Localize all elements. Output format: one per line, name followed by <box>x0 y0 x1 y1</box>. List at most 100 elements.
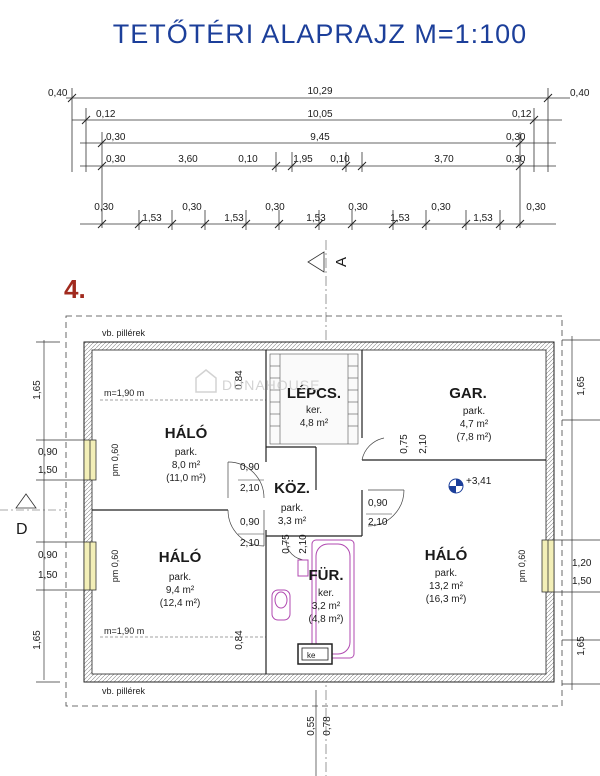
room-area: 3,3 m² <box>278 516 307 527</box>
left-dim-2: 1,50 <box>38 465 58 476</box>
room-area-total: (11,0 m²) <box>166 473 206 484</box>
room-floor: ker. <box>318 588 334 599</box>
room-name: HÁLÓ <box>159 548 202 566</box>
door-dim-1w: 0,90 <box>240 462 260 473</box>
chimney-label: ke <box>307 651 316 660</box>
room-area: 4,8 m² <box>300 418 329 429</box>
dim-r1-2: 0,12 <box>512 109 532 120</box>
elevation-label: D <box>16 521 28 538</box>
room-area-total: (4,8 m²) <box>309 614 344 625</box>
room-floor: park. <box>169 572 191 583</box>
room-name: FÜR. <box>309 567 344 584</box>
room-floor: park. <box>175 447 197 458</box>
room-name: KÖZ. <box>274 480 310 497</box>
dim-r4-3: 1,53 <box>224 213 244 224</box>
floor-number: 4. <box>64 274 86 304</box>
left-dim-4: 1,50 <box>38 570 58 581</box>
right-dim-0: 1,65 <box>576 376 587 396</box>
left-dimension-chain <box>36 340 84 683</box>
door-dim-3h: 2,10 <box>368 517 388 528</box>
room-area-total: (7,8 m²) <box>457 432 492 443</box>
dim-r4-4: 0,30 <box>265 202 285 213</box>
staircase <box>269 353 359 445</box>
dimension-lines <box>66 88 570 230</box>
left-dim-1: 0,90 <box>38 447 58 458</box>
right-dimension-chain <box>554 336 600 690</box>
dim-r4-0: 0,30 <box>94 202 114 213</box>
room-lepcs: LÉPCS. ker. 4,8 m² <box>287 385 341 429</box>
dim-r2-1: 9,45 <box>310 132 330 143</box>
room-area: 9,4 m² <box>166 585 195 596</box>
dim-r2-2: 0,30 <box>506 132 526 143</box>
dim-r0-2: 0,40 <box>570 88 590 99</box>
dim-r4-5: 1,53 <box>306 213 326 224</box>
room-haló-3: HÁLÓ park. 13,2 m² (16,3 m²) <box>425 546 468 605</box>
dim-r3-0: 0,30 <box>106 154 126 165</box>
room-fur: FÜR. ker. 3,2 m² (4,8 m²) <box>309 567 344 625</box>
dim-r3-4: 0,10 <box>330 154 350 165</box>
right-dimension-labels: 1,65 1,20 1,50 1,65 <box>572 376 592 656</box>
dim-r4-10: 0,30 <box>526 202 546 213</box>
pillars-bottom-label: vb. pillérek <box>102 686 146 696</box>
door-swings <box>227 437 405 561</box>
dim-r3-1: 3,60 <box>178 154 198 165</box>
window-pm-1: pm 0,60 <box>110 444 120 477</box>
right-dim-1: 1,20 <box>572 558 592 569</box>
section-label: A <box>333 257 350 267</box>
dim-r4-6: 0,30 <box>348 202 368 213</box>
dim-r3-3: 1,95 <box>293 154 313 165</box>
door-dim-5w: 0,75 <box>281 534 292 554</box>
door-dim-5h: 2,10 <box>298 534 309 554</box>
door-dim-2w: 0,90 <box>240 517 260 528</box>
room-area: 4,7 m² <box>460 419 489 430</box>
wall-dim-top: 0,84 <box>234 370 245 390</box>
room-area: 3,2 m² <box>312 601 341 612</box>
wall-dim-bottom: 0,84 <box>234 630 245 650</box>
room-name: LÉPCS. <box>287 385 341 402</box>
roof-outline <box>65 315 563 707</box>
dim-r1-0: 0,12 <box>96 109 116 120</box>
room-area: 8,0 m² <box>172 460 201 471</box>
dim-r3-5: 3,70 <box>434 154 454 165</box>
door-dimensions: 0,90 2,10 0,90 2,10 0,90 2,10 0,75 2,10 … <box>238 434 429 554</box>
dim-r2-0: 0,30 <box>106 132 126 143</box>
window-pm-2: pm 0,60 <box>110 550 120 583</box>
right-dim-3: 1,65 <box>576 636 587 656</box>
room-floor: ker. <box>306 405 322 416</box>
dim-r3-2: 0,10 <box>238 154 258 165</box>
knee-wall-lines <box>100 399 266 638</box>
watermark: DUNAHOUSE <box>195 369 320 393</box>
chimney: ke <box>297 643 333 665</box>
knee-height-bottom: m=1,90 m <box>104 626 144 636</box>
dim-r0-0: 0,40 <box>48 88 68 99</box>
dimension-labels: 0,40 10,29 0,40 0,12 10,05 0,12 0,30 9,4… <box>48 86 590 224</box>
pillars-top-label: vb. pillérek <box>102 328 146 338</box>
windows <box>83 439 555 593</box>
level-marker: +3,41 <box>448 476 492 494</box>
left-dim-3: 0,90 <box>38 550 58 561</box>
watermark-text: DUNAHOUSE <box>222 377 320 393</box>
knee-height-top: m=1,90 m <box>104 388 144 398</box>
dim-r3-6: 0,30 <box>506 154 526 165</box>
door-dim-4w: 0,75 <box>399 434 410 454</box>
level-label: +3,41 <box>466 476 492 487</box>
bathroom-fixtures <box>271 539 355 659</box>
dim-r1-1: 10,05 <box>307 109 332 120</box>
room-area-total: (16,3 m²) <box>426 594 467 605</box>
room-area: 13,2 m² <box>429 581 464 592</box>
bottom-dim-1: 0,78 <box>322 716 333 736</box>
dim-r4-8: 0,30 <box>431 202 451 213</box>
room-gar: GAR. park. 4,7 m² (7,8 m²) <box>449 385 491 443</box>
room-name: GAR. <box>449 385 487 402</box>
bottom-dimension-labels: 0,55 0,78 <box>306 690 333 776</box>
door-dim-4h: 2,10 <box>418 434 429 454</box>
left-dim-0: 1,65 <box>32 380 43 400</box>
room-area-total: (12,4 m²) <box>160 598 201 609</box>
room-haló-1: HÁLÓ park. 8,0 m² (11,0 m²) <box>165 424 208 484</box>
right-dim-2: 1,50 <box>572 576 592 587</box>
interior-walls <box>92 350 546 674</box>
room-name: HÁLÓ <box>425 546 468 564</box>
dim-r4-9: 1,53 <box>473 213 493 224</box>
section-marker-a: A <box>307 240 350 776</box>
